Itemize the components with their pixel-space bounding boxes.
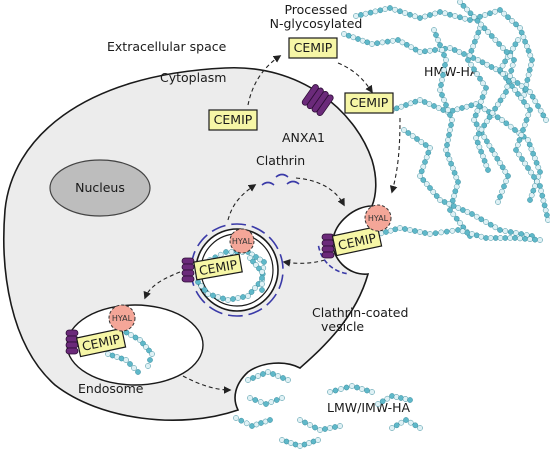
processed-label: Processed (284, 2, 347, 17)
hmw-ha-label: HMW-HA (424, 64, 479, 79)
ha-chain (497, 37, 550, 223)
anxa1-vesicle (181, 257, 195, 283)
ha-chain (353, 5, 535, 98)
internalization-arrow (282, 259, 326, 267)
clathrin-label: Clathrin (256, 153, 305, 168)
cemip-bound-ha: CEMIP (344, 92, 394, 114)
ha-chain (327, 383, 375, 395)
ha-chain (233, 415, 273, 429)
vesicle-form-arrow (227, 184, 257, 221)
secretion-arrow (247, 55, 282, 106)
nucleus (49, 159, 151, 217)
anxa1-label: ANXA1 (282, 130, 325, 145)
svg-text:HYAL: HYAL (368, 214, 389, 223)
svg-text:CEMIP: CEMIP (294, 40, 333, 55)
ccv-label-line1: Clathrin-coated (312, 305, 408, 320)
cemip-vesicle: CEMIP (193, 253, 243, 281)
ha-chain (245, 369, 291, 383)
cemip-processed: CEMIP (288, 37, 338, 59)
svg-text:CEMIP: CEMIP (214, 112, 253, 127)
cytoplasm-label: Cytoplasm (160, 70, 226, 85)
ha-chain (401, 127, 535, 239)
lmw-ha-label: LMW/IMW-HA (327, 400, 411, 415)
ha-chain (389, 97, 543, 203)
clathrin-recruit-arrow (295, 177, 345, 207)
approach-arrow (389, 117, 401, 194)
anxa1-membrane (301, 84, 334, 116)
nucleus-label: Nucleus (75, 180, 125, 195)
ha-chain (375, 393, 413, 407)
svg-text:HYAL: HYAL (112, 314, 133, 323)
anxa1-endosome (65, 329, 79, 355)
svg-text:CEMIP: CEMIP (350, 95, 389, 110)
ha-chain (279, 437, 321, 449)
hyal-endosome: HYAL (108, 304, 136, 332)
ha-chain (457, 0, 517, 173)
fusion-arrow (143, 271, 181, 300)
glycosylated-label: N-glycosylated (270, 16, 363, 31)
svg-text:CEMIP: CEMIP (198, 257, 239, 279)
ha-chain (247, 395, 285, 407)
extracellular-label: Extracellular space (107, 39, 227, 54)
release-arrow (182, 375, 232, 394)
clathrin-coated-pit (317, 245, 347, 275)
hyal-pit: HYAL (364, 204, 392, 232)
svg-text:HYAL: HYAL (232, 237, 253, 246)
binding-arrow (337, 62, 373, 94)
ccv-label-line2: vesicle (321, 319, 364, 334)
ha-chain (247, 255, 265, 293)
ha-chain (465, 25, 511, 205)
ha-chain (389, 417, 423, 431)
cemip-pit: CEMIP (331, 225, 383, 257)
cemip-cytoplasmic: CEMIP (208, 109, 258, 131)
ha-chain (105, 351, 141, 375)
hyal-vesicle: HYAL (229, 228, 255, 254)
clathrin-fragments (261, 173, 300, 186)
cemip-endosome: CEMIP (75, 327, 127, 358)
ha-chain (297, 417, 343, 433)
